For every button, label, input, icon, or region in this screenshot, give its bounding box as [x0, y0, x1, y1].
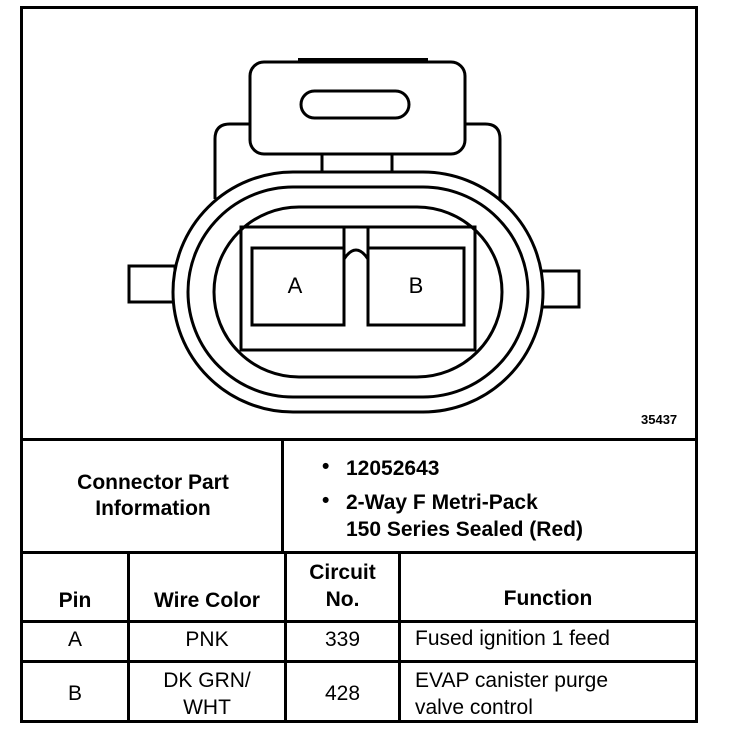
row-b-wire-color-line1: DK GRN/	[163, 669, 251, 692]
header-function: Function	[503, 587, 593, 610]
latch-tab	[248, 60, 467, 156]
row-a-pin: A	[67, 628, 82, 651]
row-a-wire-color: PNK	[185, 628, 229, 651]
header-circuit-line1: Circuit	[309, 561, 376, 584]
row-b-function-line2: valve control	[415, 696, 533, 719]
header-pin: Pin	[58, 589, 92, 612]
connector-info-label: Connector Part Information	[77, 471, 229, 520]
divider	[127, 551, 130, 723]
connector-outer-ring	[171, 170, 545, 414]
header-circuit-line2: No.	[325, 588, 360, 611]
pin-label-a: A	[288, 273, 303, 298]
divider	[281, 438, 284, 554]
pin-label-b: B	[409, 273, 424, 298]
part-number: 12052643	[346, 457, 440, 480]
left-side-tab	[127, 264, 177, 304]
description-bullet: •	[322, 489, 330, 512]
divider	[284, 551, 287, 723]
connector-inner-ring	[212, 205, 504, 379]
divider	[23, 660, 695, 663]
divider	[23, 438, 695, 441]
row-a-function: Fused ignition 1 feed	[415, 627, 610, 650]
row-b-circuit: 428	[324, 682, 361, 705]
header-wire-color: Wire Color	[154, 589, 260, 612]
part-number-bullet: •	[322, 455, 330, 478]
connector-middle-ring	[186, 185, 530, 399]
connector-drawing: A B	[127, 58, 581, 414]
row-b-wire-color-line2: WHT	[183, 696, 231, 719]
connector-description-line2: 150 Series Sealed (Red)	[346, 518, 583, 541]
pin-cavity-frame	[239, 225, 477, 352]
connector-shoulders	[213, 122, 502, 199]
latch-slot	[299, 89, 411, 120]
center-key	[342, 248, 370, 260]
row-b-function-line1: EVAP canister purge	[415, 669, 608, 692]
divider	[23, 620, 695, 623]
connector-description-line1: 2-Way F Metri-Pack	[346, 491, 538, 514]
divider	[398, 551, 401, 723]
row-b-pin: B	[67, 682, 82, 705]
figure-number: 35437	[641, 412, 678, 427]
diagram-frame: A B 35437 Connector Part Information • 1…	[20, 6, 698, 723]
divider	[23, 551, 695, 554]
row-a-circuit: 339	[324, 628, 361, 651]
